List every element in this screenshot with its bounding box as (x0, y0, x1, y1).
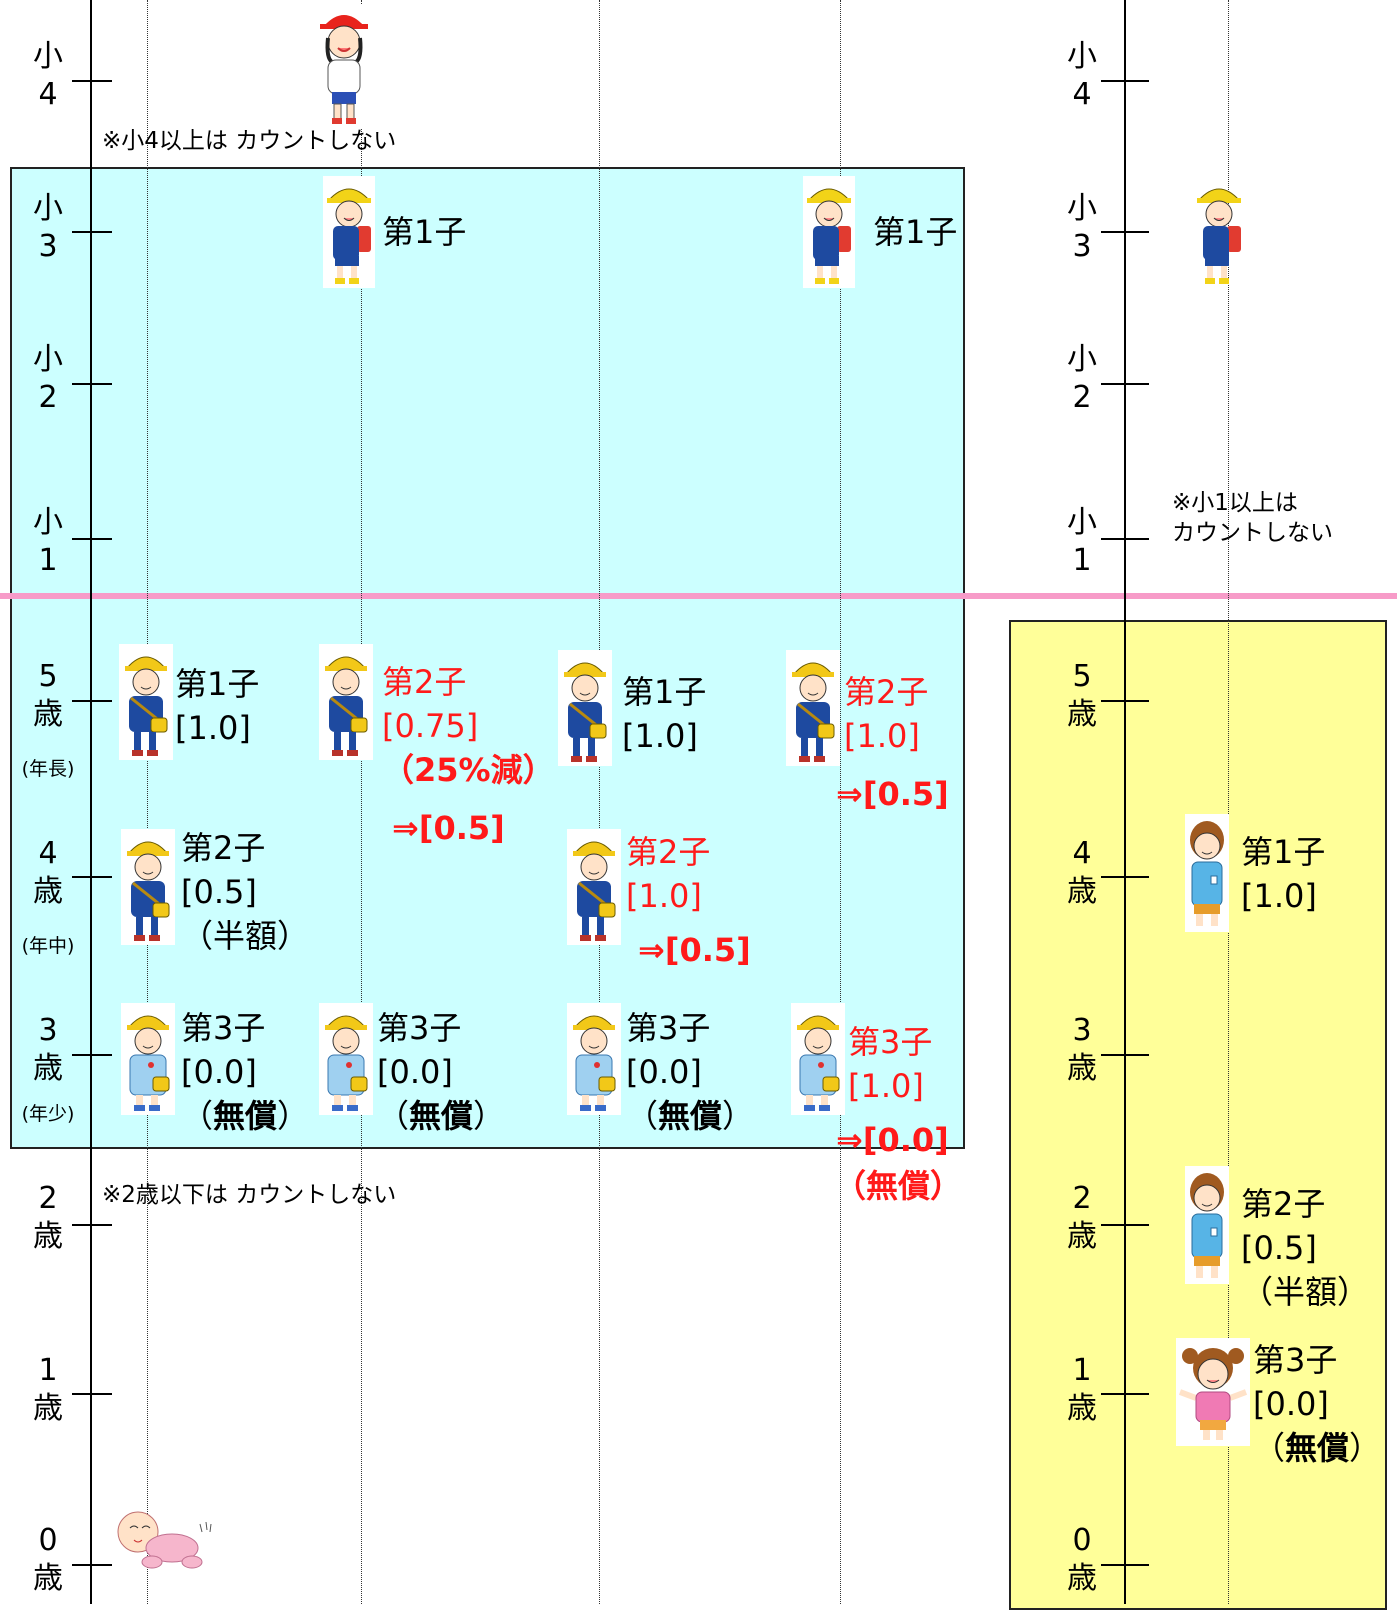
label-col3-age3: 第3子[0.0] （無償） (626, 1009, 755, 1135)
tick (1101, 1393, 1149, 1395)
kindergarten-boy-icon (119, 644, 173, 760)
axis-sub-nenchu: (年中) (21, 935, 75, 957)
note-sho4-excluded: ※小4以上は カウントしない (102, 128, 397, 154)
note-age2-excluded: ※2歳以下は カウントしない (102, 1182, 397, 1208)
toddler-icon (1176, 1338, 1250, 1446)
tick (1101, 1564, 1149, 1566)
left-age-axis (90, 0, 92, 1604)
label-col4-age5-arrow: ⇒[0.5] (836, 775, 949, 813)
school-girl-icon (803, 176, 855, 288)
tick (1101, 1054, 1149, 1056)
label-col2-age5: 第2子[0.75]（25%減） (382, 663, 555, 789)
label-col3-age4: 第2子[1.0] (626, 833, 711, 915)
right-age-axis (1124, 0, 1126, 1604)
guide-line-col2 (361, 0, 362, 1604)
tick (1101, 1224, 1149, 1226)
kindergarten-boy-icon (319, 644, 373, 760)
toddler-icon (1185, 1166, 1229, 1284)
tick (1101, 80, 1149, 82)
label-col2-age3: 第3子[0.0] （無償） (377, 1009, 506, 1135)
guide-line-col1 (147, 0, 148, 1604)
tick (1101, 876, 1149, 878)
tick (72, 1054, 112, 1056)
axis-sub-nencho: (年長) (21, 758, 75, 780)
guide-line-col4 (840, 0, 841, 1604)
crawling-baby-icon (117, 1511, 212, 1569)
label-col2-age5-arrow: ⇒[0.5] (392, 809, 505, 847)
school-girl-icon (1197, 188, 1241, 284)
tick (1101, 383, 1149, 385)
guide-line-right (1228, 0, 1229, 1604)
label-col1-age4: 第2子[0.5]（半額） (181, 829, 310, 955)
kindergarten-boy-icon (791, 1003, 845, 1115)
tick (72, 231, 112, 233)
tick (72, 876, 112, 878)
label-first-child-sho3: 第1子 (873, 213, 958, 251)
toddler-icon (1185, 814, 1229, 932)
label-col3-age5: 第1子[1.0] (622, 673, 707, 755)
label-col4-age3-arrow: ⇒[0.0] (836, 1121, 949, 1159)
kindergarten-boy-icon (319, 1003, 373, 1115)
tick (72, 80, 112, 82)
kindergarten-boy-icon (121, 1003, 175, 1115)
tick (72, 700, 112, 702)
tick (72, 1564, 112, 1566)
tick (1101, 231, 1149, 233)
kindergarten-boy-icon (121, 829, 175, 945)
tick (72, 1224, 112, 1226)
school-entry-divider (0, 593, 1397, 599)
tick (72, 383, 112, 385)
label-right-age1: 第3子[0.0] （無償） (1253, 1341, 1382, 1467)
tick (1101, 538, 1149, 540)
tick (1101, 700, 1149, 702)
kindergarten-boy-icon (786, 650, 840, 766)
axis-sub-nensho: (年少) (21, 1103, 75, 1125)
tick (72, 538, 112, 540)
label-right-age4: 第1子[1.0] (1241, 833, 1326, 915)
label-col4-age3: 第3子[1.0] (848, 1023, 933, 1105)
note-sho1-excluded: ※小1以上はカウントしない (1172, 490, 1333, 546)
label-col1-age5: 第1子[1.0] (175, 665, 260, 747)
label-col3-age4-arrow: ⇒[0.5] (638, 931, 751, 969)
girl-red-cap-icon (312, 4, 376, 128)
label-first-child-sho3: 第1子 (382, 213, 467, 251)
kindergarten-boy-icon (567, 1003, 621, 1115)
school-girl-icon (323, 176, 375, 288)
kindergarten-boy-icon (567, 829, 621, 945)
tick (72, 1393, 112, 1395)
kindergarten-boy-icon (558, 650, 612, 766)
label-col4-age5: 第2子[1.0] (844, 673, 929, 755)
label-col4-age3-free: （無償） (834, 1167, 963, 1205)
label-col1-age3: 第3子[0.0] （無償） (181, 1009, 310, 1135)
label-right-age2: 第2子[0.5]（半額） (1241, 1185, 1370, 1311)
guide-line-col3 (599, 0, 600, 1604)
